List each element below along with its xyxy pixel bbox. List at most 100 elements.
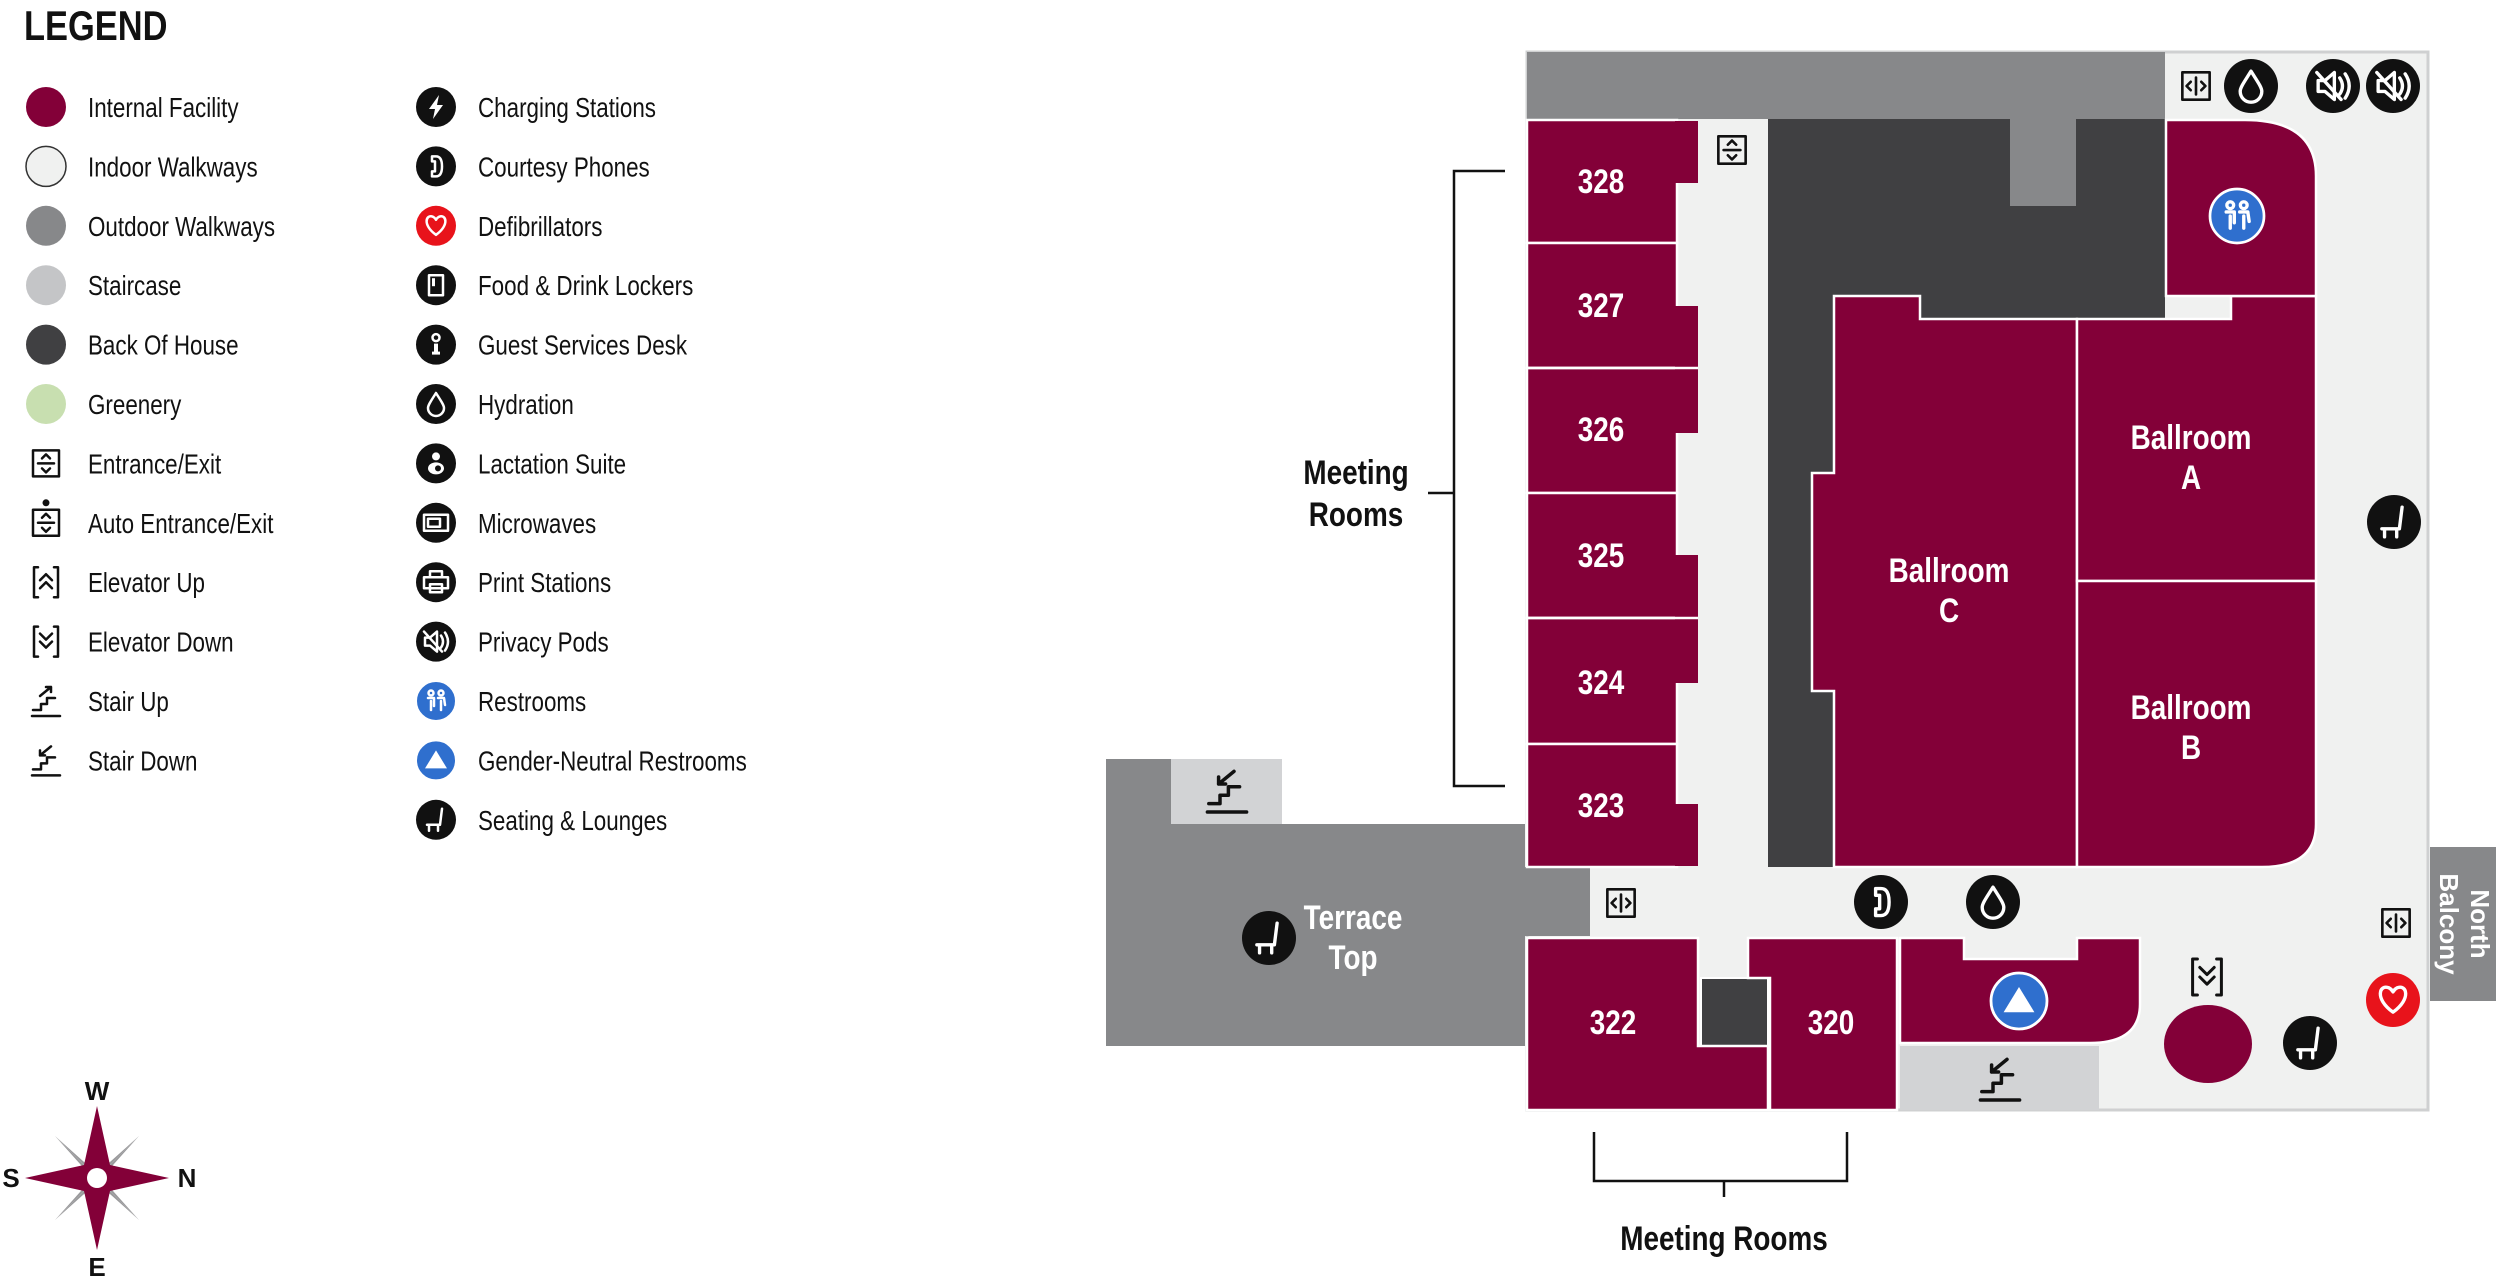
outdoor-walkway-top-notch	[2010, 119, 2076, 206]
guest-services-icon	[416, 324, 456, 365]
legend-item-label: Outdoor Walkways	[88, 212, 275, 243]
compass-north: N	[178, 1163, 197, 1193]
meeting-rooms-west-label-line2: Rooms	[1309, 495, 1403, 533]
room-326[interactable]	[1525, 366, 1679, 495]
legend-item: Print Stations	[416, 562, 611, 603]
privacy-pod-icon[interactable]	[2306, 59, 2360, 113]
north-balcony	[2430, 847, 2496, 1001]
legend-item-label: Entrance/Exit	[88, 449, 221, 480]
compass-rose: W E S N	[2, 1076, 196, 1280]
ballroom-b[interactable]	[2075, 579, 2318, 869]
indoor-walkways-swatch	[25, 145, 67, 188]
room-320-label: 320	[1808, 1003, 1855, 1041]
seating-lounge-icon[interactable]	[2367, 495, 2421, 549]
meeting-rooms-west-label-line1: Meeting	[1303, 453, 1408, 491]
ballroom-b-label-line2: B	[2181, 728, 2201, 766]
room-extensions	[1675, 121, 1698, 866]
room-327-label: 327	[1578, 286, 1625, 324]
legend-item-label: Back Of House	[88, 330, 239, 361]
elevator-down-icon	[32, 625, 60, 658]
ballroom-b-label-line1: Ballroom	[2131, 688, 2252, 726]
defibrillator-icon	[416, 205, 456, 246]
legend-item-label: Food & Drink Lockers	[478, 271, 693, 302]
entrance-exit-icon[interactable]	[2181, 71, 2211, 101]
defibrillator-icon[interactable]	[2366, 973, 2420, 1027]
internal-facility-swatch	[26, 87, 66, 127]
ballroom-c-label-line1: Ballroom	[1889, 551, 2010, 589]
stair-down-icon[interactable]	[1205, 769, 1249, 814]
stair-up-icon	[30, 685, 62, 718]
terrace-label-line2: Top	[1328, 938, 1377, 976]
back-of-house-swatch	[26, 324, 66, 365]
legend-item-label: Indoor Walkways	[88, 152, 258, 183]
legend-item-label: Greenery	[88, 390, 182, 421]
seating-lounge-icon[interactable]	[2283, 1016, 2337, 1070]
legend-item-label: Auto Entrance/Exit	[88, 509, 273, 540]
legend-item-label: Courtesy Phones	[478, 152, 650, 183]
legend-item-label: Internal Facility	[88, 93, 239, 124]
courtesy-phone-icon[interactable]	[1854, 875, 1908, 929]
entrance-exit-icon[interactable]	[1717, 135, 1747, 165]
print-icon	[416, 562, 456, 603]
gender-neutral-icon	[415, 739, 457, 782]
ballroom-c-label-line2: C	[1939, 591, 1959, 629]
hydration-icon[interactable]	[1966, 875, 2020, 929]
legend-item: Courtesy Phones	[416, 146, 650, 187]
ballroom-labels: Ballroom C Ballroom A Ballroom B Terrace…	[1304, 418, 2252, 976]
greenery-swatch	[26, 384, 66, 424]
room-322[interactable]	[1525, 936, 1770, 1112]
entrance-exit-icon[interactable]	[1606, 888, 1636, 918]
meeting-rooms-south-label: Meeting Rooms	[1620, 1219, 1827, 1257]
legend-item: Back Of House	[26, 324, 239, 365]
room-325-label: 325	[1578, 536, 1625, 574]
legend-item: Stair Up	[30, 685, 169, 718]
room-326-label: 326	[1578, 410, 1625, 448]
legend-item: Entrance/Exit	[31, 449, 221, 480]
stair-down-icon[interactable]	[1978, 1057, 2022, 1102]
north-balcony-label-line1: North	[2465, 889, 2495, 958]
gender-neutral-restroom-icon[interactable]	[1989, 971, 2049, 1031]
hydration-icon[interactable]	[2224, 59, 2278, 113]
legend-item: Stair Down	[30, 745, 198, 777]
elevator-down-icon[interactable]	[2191, 957, 2223, 997]
legend-item: Gender-Neutral Restrooms	[415, 739, 747, 782]
legend-item: Internal Facility	[26, 87, 239, 127]
seating-lounge-icon[interactable]	[1242, 911, 1296, 965]
privacy-pod-icon[interactable]	[2366, 59, 2420, 113]
privacy-icon	[416, 621, 456, 662]
room-328-label: 328	[1578, 162, 1625, 200]
lockers-icon	[416, 265, 456, 306]
room-327[interactable]	[1525, 241, 1679, 370]
legend-item-label: Charging Stations	[478, 93, 656, 124]
room-323[interactable]	[1525, 742, 1679, 869]
legend-item: Defibrillators	[416, 205, 602, 246]
compass-east: E	[88, 1252, 105, 1280]
ballroom-c[interactable]	[1810, 294, 2079, 869]
legend-item-label: Microwaves	[478, 509, 596, 540]
room-325[interactable]	[1525, 491, 1679, 620]
legend-item: Food & Drink Lockers	[416, 265, 693, 306]
round-facility[interactable]	[2164, 1005, 2252, 1083]
phone-icon	[416, 146, 456, 187]
room-322-label: 322	[1590, 1003, 1637, 1041]
restrooms-icon[interactable]	[2208, 187, 2266, 245]
legend-item-label: Gender-Neutral Restrooms	[478, 746, 747, 777]
room-320[interactable]	[1746, 936, 1899, 1112]
legend-item-label: Guest Services Desk	[478, 330, 687, 361]
legend-item: Privacy Pods	[416, 621, 609, 662]
ballroom-a-label-line1: Ballroom	[2131, 418, 2252, 456]
legend-item: Outdoor Walkways	[26, 205, 275, 246]
auto-entrance-icon	[31, 499, 61, 538]
staircase-swatch	[26, 265, 66, 306]
stair-down-icon	[30, 745, 62, 777]
outdoor-walkways-swatch	[26, 205, 66, 246]
legend-item-label: Privacy Pods	[478, 627, 609, 658]
legend-item: Guest Services Desk	[416, 324, 687, 365]
room-dividers	[1527, 366, 1698, 620]
legend-title: LEGEND	[24, 3, 167, 50]
entrance-exit-icon[interactable]	[2381, 908, 2411, 938]
legend-item-label: Elevator Up	[88, 568, 205, 599]
elevator-up-icon	[32, 565, 60, 599]
